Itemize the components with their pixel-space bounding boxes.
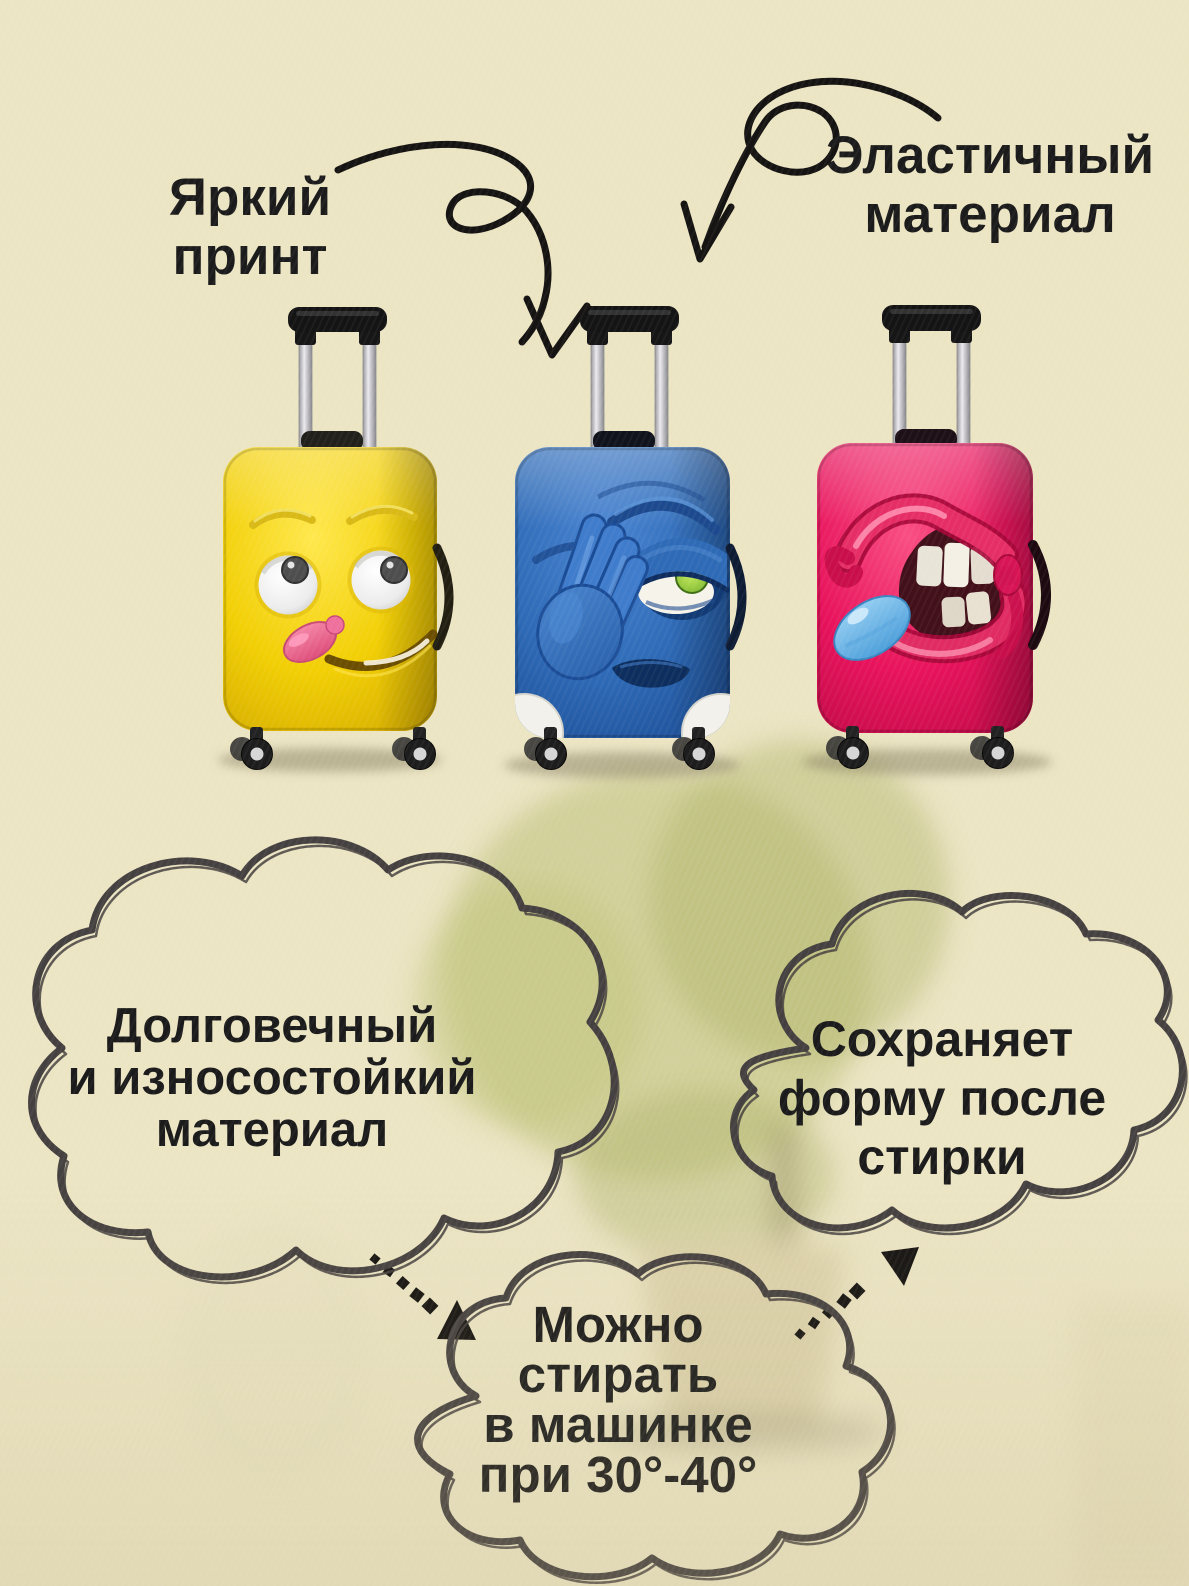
spinner-wheels [524,727,715,770]
callout-bright-print: Яркий принт [168,168,332,286]
callout-elastic-material: Эластичный материал [825,126,1155,244]
facepalm-hand [536,513,649,681]
telescopic-handle [288,307,387,455]
cloud-bubble-keeps-shape [730,889,1188,1236]
side-handle [725,543,747,651]
dotted-arrow-to-shape-cloud [794,1247,919,1340]
suitcase-yellow [223,307,454,770]
curved-arrow-elastic-material [680,77,942,263]
worried-mouth [612,659,690,688]
suitcase-blue [515,306,747,770]
cloud-bubble-machine-wash [414,1251,896,1584]
telescopic-handle [580,306,679,455]
side-handle [1028,540,1051,650]
blue-tongue [833,595,911,661]
cloud-label-keeps-shape: Сохраняет форму после стирки [777,1011,1107,1185]
eyelid-lash-line [634,571,730,593]
curved-arrow-bright-print [334,140,591,359]
carry-handle [301,431,363,451]
arrowhead [523,295,591,359]
cloud-label-machine-wash: Можно стирать в машинке при 30°-40° [478,1296,758,1503]
crazy-mouth-print [824,493,1029,664]
spinner-wheels [826,726,1014,769]
suitcase-floor-shadows [218,748,1052,778]
carry-handle [593,431,655,451]
side-handle [432,543,454,651]
cloud-bubble-durable [28,836,620,1285]
facepalm-face-print [532,480,730,688]
twisted-lips [824,493,1029,664]
arrowhead [881,1247,919,1286]
cloud-label-durable: Долговечный и износостойкий материал [67,999,477,1157]
silly-face-print [249,504,438,678]
arrowhead [680,200,735,263]
telescopic-handle [882,305,981,453]
spinner-wheels [230,727,436,770]
suitcase-pink [817,305,1051,769]
